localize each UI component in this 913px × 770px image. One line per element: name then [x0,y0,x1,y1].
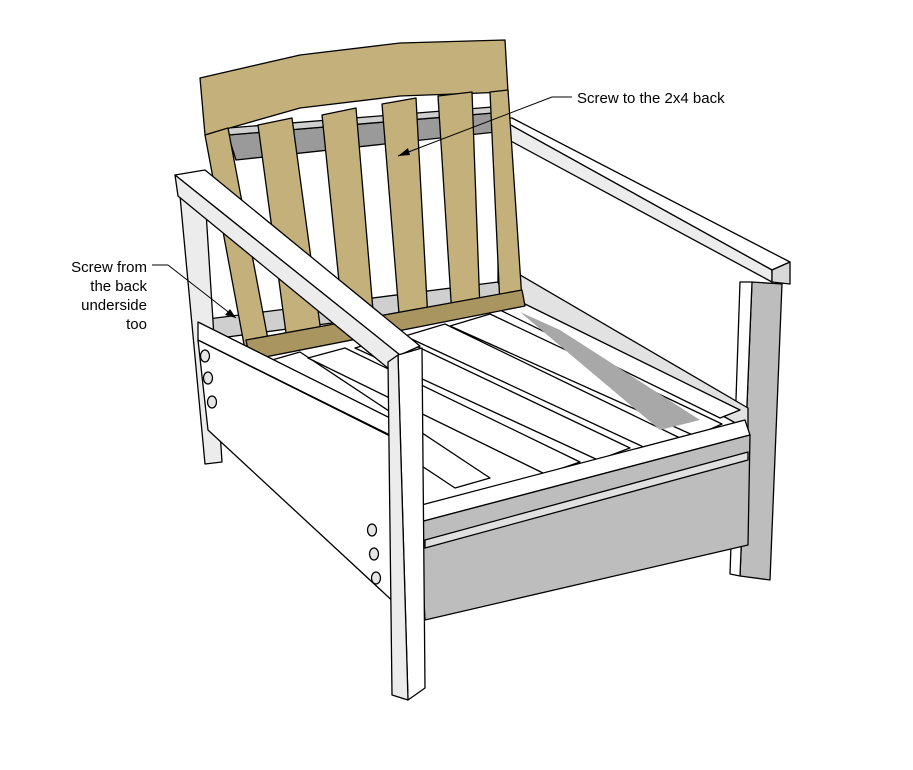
annotation-screw-underside: Screw from the back underside too [40,258,147,334]
right-armrest-side [493,117,773,283]
seat-shadow [520,312,700,430]
annotation-line: the back [90,278,147,295]
screw-hole [366,523,378,537]
leader-line-underside [167,264,237,319]
leader-line-back [397,96,553,157]
screw-hole [370,571,382,585]
annotation-line: Screw from [71,259,147,276]
annotation-line: underside [81,297,147,314]
left-front-leg-side [387,354,409,701]
leader-arrowhead [398,148,410,156]
right-armrest-end [771,261,791,285]
back-slat [437,91,481,317]
seat-slat [307,347,581,475]
right-armrest [497,117,791,271]
front-apron-edge [424,451,749,549]
annotation-screw-to-back: Screw to the 2x4 back [577,90,725,107]
annotation-line: too [126,316,147,333]
screw-hole [206,395,218,409]
leader-arrowhead [225,309,236,318]
screw-holes [199,349,382,585]
screw-hole [368,547,380,561]
screw-hole [199,349,211,363]
screw-hole [202,371,214,385]
